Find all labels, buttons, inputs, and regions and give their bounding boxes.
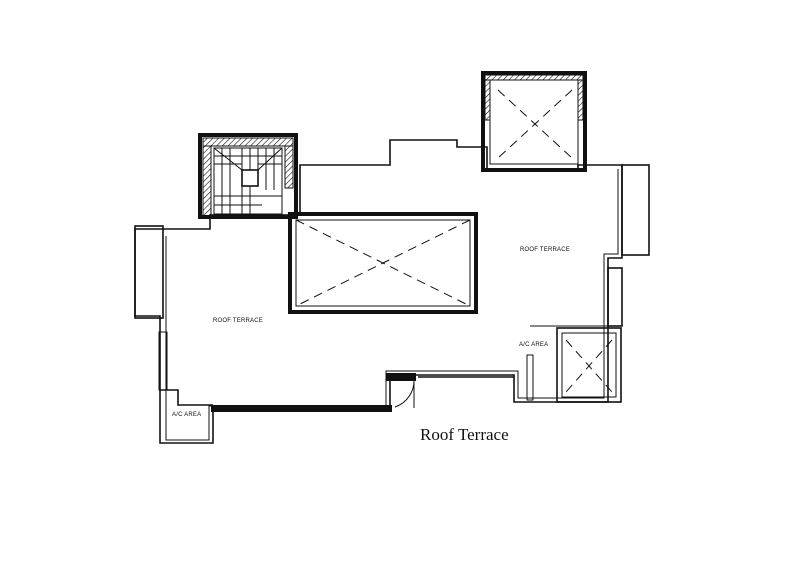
staircase <box>213 147 283 215</box>
bottom-parapet <box>211 405 392 412</box>
right-bay-lower <box>607 267 623 327</box>
stair-core-hatch-left <box>202 145 212 217</box>
right-bay-upper <box>621 164 650 256</box>
outer-wall-inner <box>165 169 619 441</box>
stair-core-hatch <box>202 137 294 147</box>
tower-hatch-top <box>484 74 584 81</box>
small-skylight-outer <box>556 327 622 403</box>
label-ac-area-right: A/C AREA <box>519 342 549 348</box>
label-roof-terrace-left: ROOF TERRACE <box>213 318 263 324</box>
label-roof-terrace-right: ROOF TERRACE <box>520 247 570 253</box>
central-void-diag-2 <box>295 219 471 307</box>
left-bay <box>134 225 164 319</box>
tower-skylight-outer <box>481 71 587 172</box>
plan-caption: Roof Terrace <box>420 425 509 444</box>
label-ac-area-left: A/C AREA <box>172 412 202 418</box>
ac-area-right-post <box>526 354 534 401</box>
tower-diag-2 <box>497 89 573 159</box>
tower-hatch-right <box>577 79 584 121</box>
ac-area-left-wall <box>160 389 213 406</box>
door-jamb <box>386 373 416 381</box>
stair-core-outer <box>198 133 298 219</box>
small-skylight-diag-2 <box>565 339 613 393</box>
door-swing-icon <box>394 378 415 408</box>
small-skylight-inner <box>561 332 617 398</box>
tower-hatch-left <box>484 79 491 121</box>
stair-core-hatch-right <box>284 145 294 189</box>
central-void-outer <box>288 212 478 314</box>
central-void-inner <box>295 219 471 307</box>
